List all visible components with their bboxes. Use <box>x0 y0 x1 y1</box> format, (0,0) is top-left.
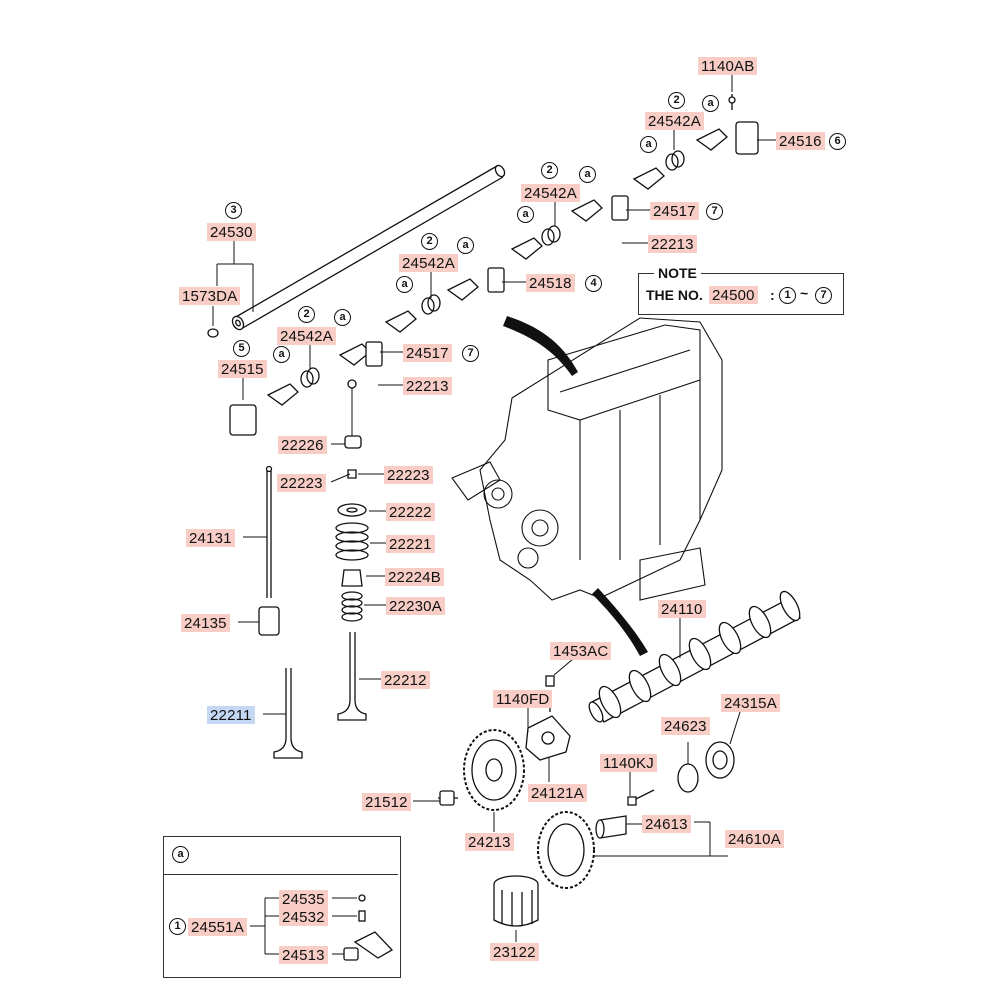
part-label-24121A: 24121A <box>528 784 587 802</box>
part-label-24213: 24213 <box>465 833 514 851</box>
part-label-22221: 22221 <box>386 535 435 553</box>
part-label-24613: 24613 <box>642 815 691 833</box>
part-label-1140FD: 1140FD <box>493 690 553 708</box>
part-label-1140AB: 1140AB <box>698 57 758 75</box>
detail-a-divider <box>164 874 398 875</box>
part-label-24551A: 24551A <box>188 918 247 936</box>
callout-7: 7 <box>706 203 723 220</box>
note-part-number: 24500 <box>709 286 758 304</box>
rocker-arms-drawing <box>266 128 728 406</box>
part-label-24542A: 24542A <box>521 184 580 202</box>
callout-a: a <box>579 166 596 183</box>
part-label-24516: 24516 <box>776 132 825 150</box>
callout-4: 4 <box>585 275 602 292</box>
note-tilde: ~ <box>800 285 809 301</box>
camshaft-drawing <box>588 590 801 723</box>
part-label-24623: 24623 <box>661 717 710 735</box>
callout-a: a <box>517 206 534 223</box>
part-label-22226: 22226 <box>278 436 327 454</box>
engine-block-drawing <box>451 317 723 601</box>
callout-a: a <box>702 95 719 112</box>
part-label-23122: 23122 <box>490 943 539 961</box>
part-label-24517: 24517 <box>403 344 452 362</box>
callout-a: a <box>457 237 474 254</box>
note-range-to: 7 <box>815 287 832 304</box>
part-label-22212: 22212 <box>381 671 430 689</box>
detail-a-box <box>163 836 401 978</box>
part-label-24135: 24135 <box>181 614 230 632</box>
part-label-24535: 24535 <box>279 890 328 908</box>
part-label-24542A: 24542A <box>645 112 704 130</box>
part-label-24513: 24513 <box>279 946 328 964</box>
callout-2: 2 <box>421 233 438 250</box>
callout-a: a <box>640 136 657 153</box>
part-label-1573DA: 1573DA <box>179 287 241 305</box>
part-label-1453AC: 1453AC <box>550 642 612 660</box>
callout-6: 6 <box>829 133 846 150</box>
part-label-22230A: 22230A <box>386 597 445 615</box>
note-text: THE NO. <box>646 287 703 303</box>
part-label-22213: 22213 <box>403 377 452 395</box>
part-label-24131: 24131 <box>186 529 235 547</box>
callout-2: 2 <box>541 162 558 179</box>
part-label-24532: 24532 <box>279 908 328 926</box>
callout-2: 2 <box>298 306 315 323</box>
detail-a-marker: a <box>172 846 189 863</box>
valve-train-drawing <box>273 379 369 759</box>
rocker-shaft-drawing <box>207 164 506 338</box>
callout-2: 2 <box>668 92 685 109</box>
shaft-supports-drawing <box>229 94 759 436</box>
part-label-24315A: 24315A <box>721 694 780 712</box>
callout-1: 1 <box>169 918 186 935</box>
part-label-1140KJ: 1140KJ <box>600 754 657 772</box>
part-label-24542A: 24542A <box>399 254 458 272</box>
part-label-22223: 22223 <box>277 474 326 492</box>
part-label-22222: 22222 <box>386 503 435 521</box>
callout-5: 5 <box>233 340 250 357</box>
part-label-24518: 24518 <box>526 274 575 292</box>
part-label-24515: 24515 <box>218 360 267 378</box>
part-label-21512: 21512 <box>362 793 411 811</box>
callout-a: a <box>273 346 290 363</box>
note-title: NOTE <box>654 265 701 281</box>
callout-a: a <box>396 276 413 293</box>
part-label-22223: 22223 <box>384 466 433 484</box>
part-label-22213: 22213 <box>648 235 697 253</box>
callout-a: a <box>334 309 351 326</box>
callout-7: 7 <box>462 345 479 362</box>
part-label-22224B: 22224B <box>385 568 444 586</box>
part-label-24610A: 24610A <box>725 830 784 848</box>
note-range-from: 1 <box>779 287 796 304</box>
part-label-24517: 24517 <box>650 202 699 220</box>
part-label-24542A: 24542A <box>277 327 336 345</box>
callout-3: 3 <box>225 202 242 219</box>
part-label-22211-highlighted[interactable]: 22211 <box>207 706 255 724</box>
part-label-24530: 24530 <box>207 223 256 241</box>
part-label-24110: 24110 <box>658 600 706 618</box>
note-colon: : <box>770 287 775 303</box>
gear-24213-drawing <box>463 729 525 811</box>
pushrod-drawing <box>258 465 280 636</box>
